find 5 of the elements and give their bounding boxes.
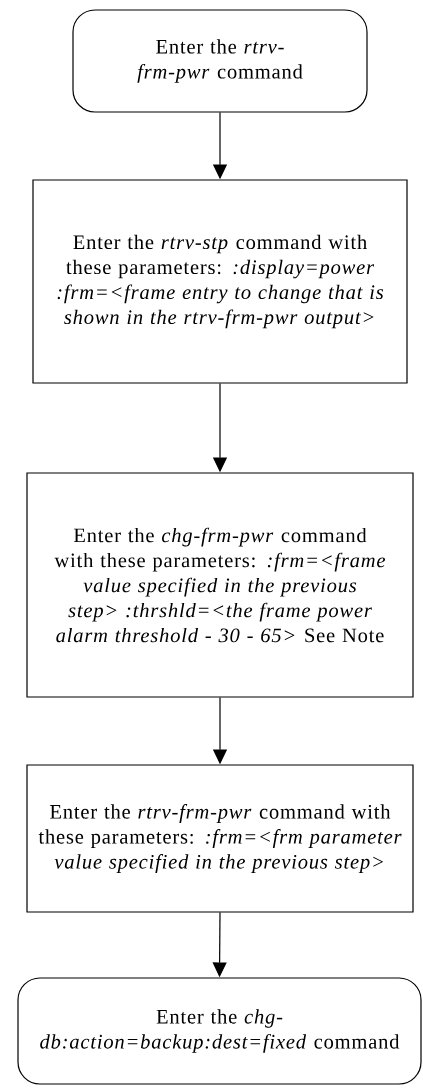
terminal-box: Enter the rtrv-frm-pwr command bbox=[72, 9, 368, 113]
process-box: Enter the rtrv-stp command with these parameters: :display=power :frm=<frame entry to change that is shown in the rtrv-frm-pwr output> bbox=[32, 179, 408, 384]
process-box: Enter the rtrv-frm-pwr command with these parameters: :frm=<frm parameter value specified in the previous step> bbox=[26, 764, 414, 913]
terminal-box: Enter the chg-db:action=backup:dest=fixed command bbox=[17, 977, 422, 1085]
process-box: Enter the chg-frm-pwr command with these parameters: :frm=<frame value specified in the previous step> :thrshld=<the frame power alarm threshold - 30 - 65> See Note bbox=[26, 472, 414, 698]
